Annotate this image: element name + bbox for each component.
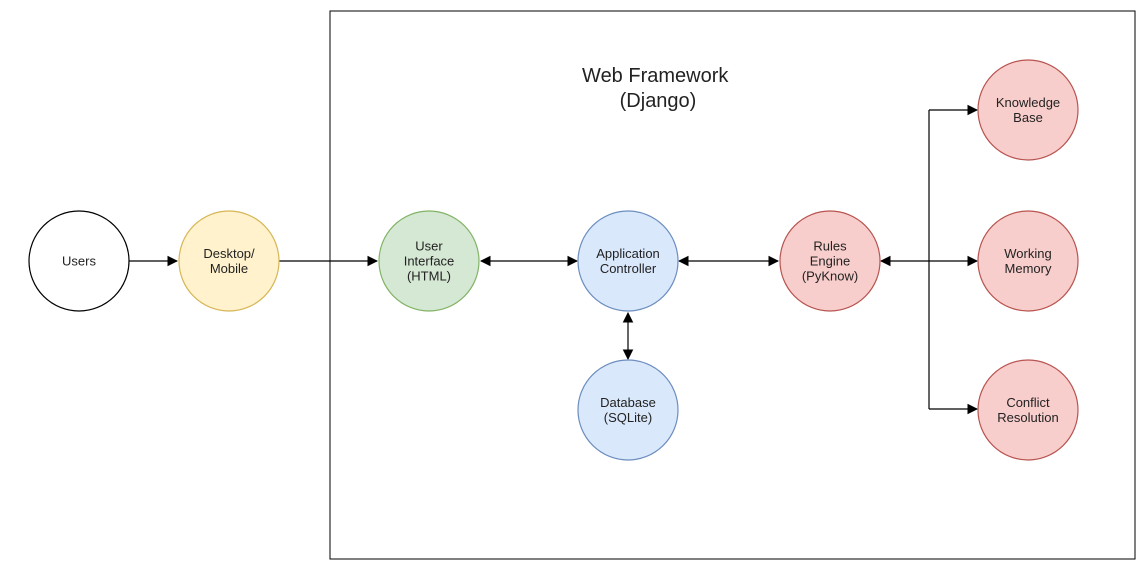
node-knowledge-label-line: Base: [1013, 110, 1043, 125]
node-rules-label-line: (PyKnow): [802, 269, 858, 284]
node-ui-label-line: Interface: [404, 254, 455, 269]
node-memory-circle: [977, 210, 1079, 312]
node-database-circle: [577, 359, 679, 461]
node-client-label-line: Desktop/: [203, 246, 255, 261]
node-ui-label-line: (HTML): [407, 269, 451, 284]
node-knowledge-label-line: Knowledge: [996, 95, 1060, 110]
connectors: [129, 104, 979, 415]
node-ui-circle: [378, 210, 480, 312]
node-client: Desktop/Mobile: [178, 210, 280, 312]
web-framework-title: Web Framework (Django): [582, 65, 734, 112]
node-conflict-label-line: Conflict: [1006, 395, 1050, 410]
node-users-label-line: Users: [62, 254, 96, 269]
node-client-circle: [178, 210, 280, 312]
node-client-label-line: Mobile: [210, 261, 248, 276]
node-database-label-line: (SQLite): [604, 410, 652, 425]
node-rules-label-line: Engine: [810, 254, 850, 269]
node-memory-label-line: Working: [1004, 246, 1051, 261]
node-controller-label-line: Controller: [600, 261, 657, 276]
web-framework-title-line2: (Django): [620, 90, 697, 112]
node-controller-label-line: Application: [596, 246, 660, 261]
node-knowledge-circle: [977, 59, 1079, 161]
web-framework-title-line1: Web Framework: [582, 65, 729, 87]
node-conflict-circle: [977, 359, 1079, 461]
node-controller-circle: [577, 210, 679, 312]
node-memory-label-line: Memory: [1005, 261, 1052, 276]
node-users: Users: [28, 210, 130, 312]
node-rules-label-line: Rules: [813, 239, 847, 254]
node-database: Database(SQLite): [577, 359, 679, 461]
node-ui-label-line: User: [415, 239, 443, 254]
node-users-circle: [28, 210, 130, 312]
node-database-label-line: Database: [600, 395, 656, 410]
web-framework-container: [329, 10, 1136, 560]
node-rules-circle: [779, 210, 881, 312]
node-conflict-label-line: Resolution: [997, 410, 1058, 425]
